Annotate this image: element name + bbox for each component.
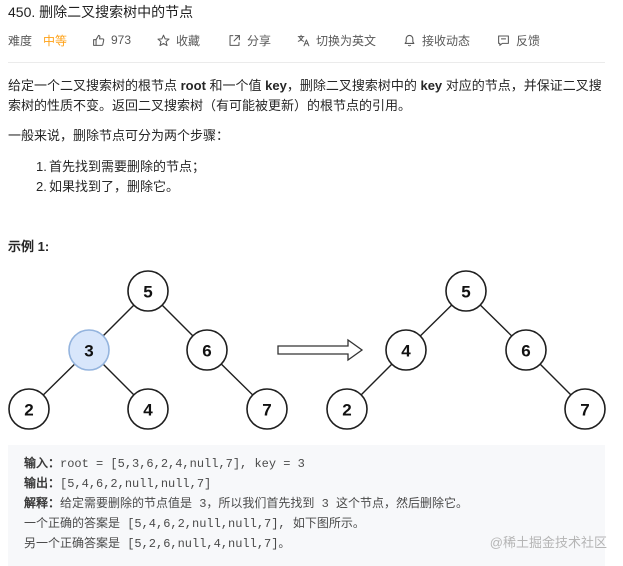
node-circle	[505, 329, 547, 371]
tree-node-right-right: 7	[246, 388, 288, 430]
feedback-icon	[498, 35, 509, 46]
node-value: 2	[342, 401, 351, 420]
bell-icon	[404, 34, 415, 46]
intro-text: 对应的节点，并保证二叉搜索树的性质不变。返回二叉搜索树（有可能被更新）的根节点的…	[8, 78, 602, 113]
feedback-label: 反馈	[516, 33, 541, 48]
node-circle	[445, 270, 487, 312]
output-label: 输出：	[24, 477, 61, 491]
bst-deletion-diagram: 5 3 6 2 4 7 5	[8, 270, 606, 430]
tree-node-left-left: 2	[8, 388, 50, 430]
intro-text: ，删除二叉搜索树中的	[286, 78, 421, 93]
node-circle	[127, 388, 169, 430]
divider	[8, 62, 605, 63]
difficulty-value: 中等	[43, 33, 68, 48]
node-circle	[127, 270, 169, 312]
output-value: [5,4,6,2,null,null,7]	[60, 477, 212, 491]
node-value: 6	[202, 342, 211, 361]
node-circle	[564, 388, 606, 430]
problem-description: 给定一个二叉搜索树的根节点 root 和一个值 key，删除二叉搜索树中的 ke…	[8, 76, 605, 116]
share-button[interactable]: 分享	[228, 30, 271, 50]
feedback-button[interactable]: 反馈	[497, 30, 540, 50]
transform-arrow	[277, 338, 364, 362]
problem-title: 450. 删除二叉搜索树中的节点	[8, 4, 194, 20]
tree-node-right: 6	[505, 329, 547, 371]
tree-before: 5 3 6 2 4 7	[8, 270, 288, 430]
tree-node-root: 5	[445, 270, 487, 312]
tree-after: 5 4 6 2 7	[326, 270, 606, 430]
share-label: 分享	[247, 33, 272, 48]
translate-button[interactable]: 切换为英文	[297, 30, 376, 50]
problem-toolbar: 难度 中等 973 收藏 分享 切换为英文	[0, 30, 623, 50]
translate-icon	[297, 34, 310, 46]
node-value: 4	[143, 401, 153, 420]
steps-intro: 一般来说，删除节点可分为两个步骤：	[8, 128, 230, 143]
example-explanation: 解释：给定需要删除的节点值是 3，所以我们首先找到 3 这个节点，然后删除它。	[24, 494, 589, 514]
node-value: 7	[262, 401, 271, 420]
steps-list: 1. 首先找到需要删除的节点； 2. 如果找到了，删除它。	[36, 157, 205, 197]
list-item: 1. 首先找到需要删除的节点；	[36, 157, 205, 177]
example-explanation: 一个正确的答案是 [5,4,6,2,null,null,7], 如下图所示。	[24, 517, 365, 531]
explanation-label: 解释：	[24, 497, 61, 511]
tree-node-right: 6	[186, 329, 228, 371]
input-label: 输入：	[24, 457, 61, 471]
node-value: 5	[461, 283, 470, 302]
subscribe-label: 接收动态	[422, 33, 471, 48]
explanation-text: 给定需要删除的节点值是 3，所以我们首先找到 3 这个节点，然后删除它。	[60, 497, 469, 511]
tree-node-left: 4	[385, 329, 427, 371]
difficulty-label: 难度	[8, 33, 33, 48]
node-circle	[186, 329, 228, 371]
subscribe-button[interactable]: 接收动态	[403, 30, 470, 50]
node-value: 2	[24, 401, 33, 420]
example-heading: 示例 1:	[8, 239, 50, 254]
difficulty: 难度	[8, 30, 32, 50]
step-text: 如果找到了，删除它。	[49, 179, 180, 194]
translate-label: 切换为英文	[316, 33, 377, 48]
code-term-key: key	[265, 78, 287, 93]
node-circle	[8, 388, 50, 430]
node-value: 5	[143, 283, 152, 302]
node-circle	[326, 388, 368, 430]
node-circle	[68, 329, 110, 371]
difficulty-badge: 中等	[43, 30, 67, 50]
code-term-root: root	[180, 78, 206, 93]
watermark: @稀土掘金技术社区	[489, 535, 607, 550]
example-input: 输入：root = [5,3,6,2,4,null,7], key = 3	[24, 454, 589, 474]
node-circle	[385, 329, 427, 371]
tree-node-left: 3	[68, 329, 110, 371]
node-value: 7	[580, 401, 589, 420]
tree-node-left-right: 4	[127, 388, 169, 430]
intro-text: 和一个值	[205, 78, 266, 93]
favorite-label: 收藏	[176, 33, 201, 48]
star-icon	[157, 34, 170, 46]
tree-node-left-left: 2	[326, 388, 368, 430]
tree-node-right-right: 7	[564, 388, 606, 430]
example-output: 输出：[5,4,6,2,null,null,7]	[24, 474, 589, 494]
tree-node-root: 5	[127, 270, 169, 312]
node-value: 3	[84, 342, 93, 361]
node-value: 6	[521, 342, 530, 361]
like-button[interactable]: 973	[92, 30, 131, 50]
step-text: 首先找到需要删除的节点；	[49, 159, 206, 174]
list-marker: 2.	[36, 179, 47, 194]
node-circle	[246, 388, 288, 430]
like-count: 973	[111, 33, 132, 47]
code-term-key: key	[420, 78, 443, 93]
list-marker: 1.	[36, 159, 47, 174]
thumbs-up-icon	[93, 34, 105, 46]
intro-text: 给定一个二叉搜索树的根节点	[8, 78, 181, 93]
input-value: root = [5,3,6,2,4,null,7], key = 3	[60, 457, 305, 471]
favorite-button[interactable]: 收藏	[157, 30, 200, 50]
example-code-block: 输入：root = [5,3,6,2,4,null,7], key = 3 输出…	[8, 445, 605, 566]
list-item: 2. 如果找到了，删除它。	[36, 177, 205, 197]
node-value: 4	[401, 342, 411, 361]
example-explanation: 另一个正确答案是 [5,2,6,null,4,null,7]。	[24, 537, 291, 551]
share-icon	[229, 34, 240, 46]
